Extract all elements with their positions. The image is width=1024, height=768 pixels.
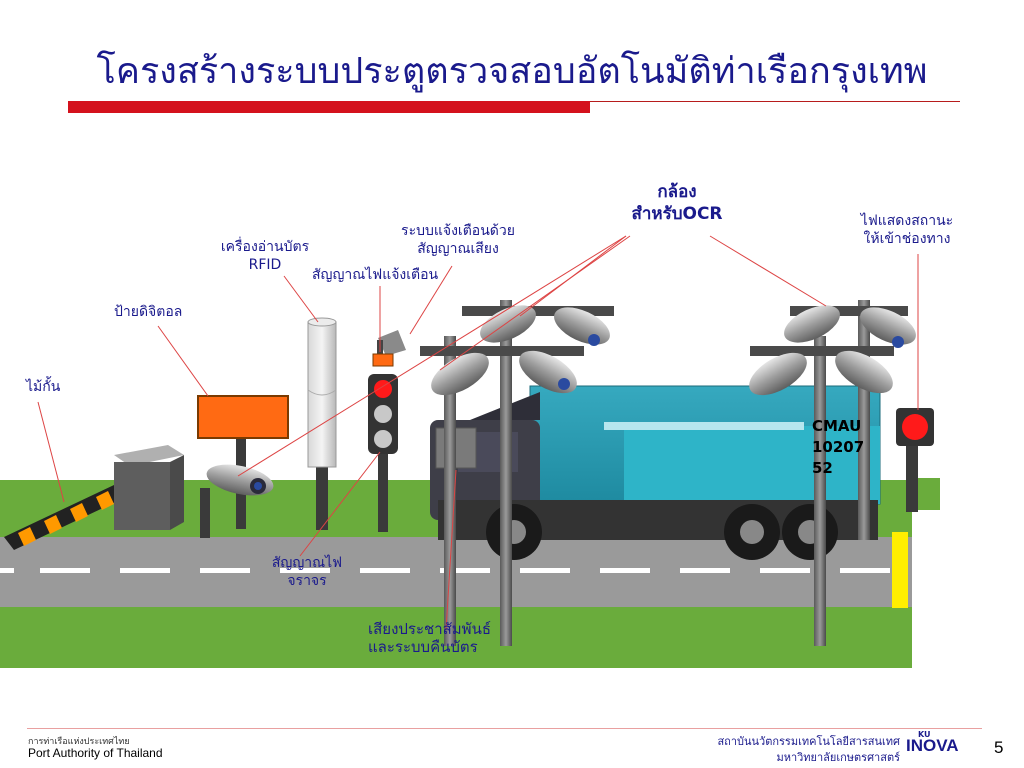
label-intercom: เสียงประชาสัมพันธ์ และระบบคืนบัตร	[368, 620, 491, 656]
label-rfid-reader: เครื่องอ่านบัตร RFID	[220, 239, 310, 273]
label-light-alert: สัญญาณไฟแจ้งเตือน	[312, 267, 439, 283]
gate-camera	[200, 464, 274, 538]
footer-institute: สถาบันนวัตกรรมเทคโนโลยีสารสนเทศ มหาวิทยา…	[717, 735, 900, 764]
lane-markings	[0, 568, 890, 573]
footer-org-english: Port Authority of Thailand	[28, 746, 163, 760]
yellow-stop-line	[892, 532, 908, 608]
logo-ku: KU	[918, 730, 931, 739]
slide-title: โครงสร้างระบบประตูตรวจสอบอัตโนมัติท่าเรื…	[96, 51, 928, 92]
lane-status-light	[896, 408, 934, 512]
rfid-reader	[307, 317, 337, 530]
ocr-gantry-right	[749, 300, 916, 646]
label-audio-alert: ระบบแจ้งเตือนด้วย สัญญาณเสียง	[401, 223, 515, 257]
container-code: CMAU 10207 52	[812, 417, 865, 477]
barrier-housing	[114, 445, 184, 530]
callout-lines	[37, 235, 919, 631]
inova-logo: INOVA	[906, 736, 959, 755]
title-underline-rule	[590, 101, 960, 102]
page-number: 5	[994, 738, 1004, 757]
footer-org-thai: การท่าเรือแห่งประเทศไทย	[28, 737, 130, 747]
label-traffic-light: สัญญาณไฟ จราจร	[271, 555, 343, 589]
traffic-light	[368, 353, 398, 532]
label-digital-sign: ป้ายดิจิตอล	[114, 304, 183, 320]
title-underline-accent	[68, 101, 590, 113]
label-lane-status: ไฟแสดงสถานะ ให้เข้าช่องทาง	[860, 213, 954, 247]
label-ocr-camera: กล้อง สำหรับOCR	[631, 182, 723, 224]
footer-divider	[27, 728, 982, 729]
label-barrier: ไม้กั้น	[26, 379, 61, 395]
